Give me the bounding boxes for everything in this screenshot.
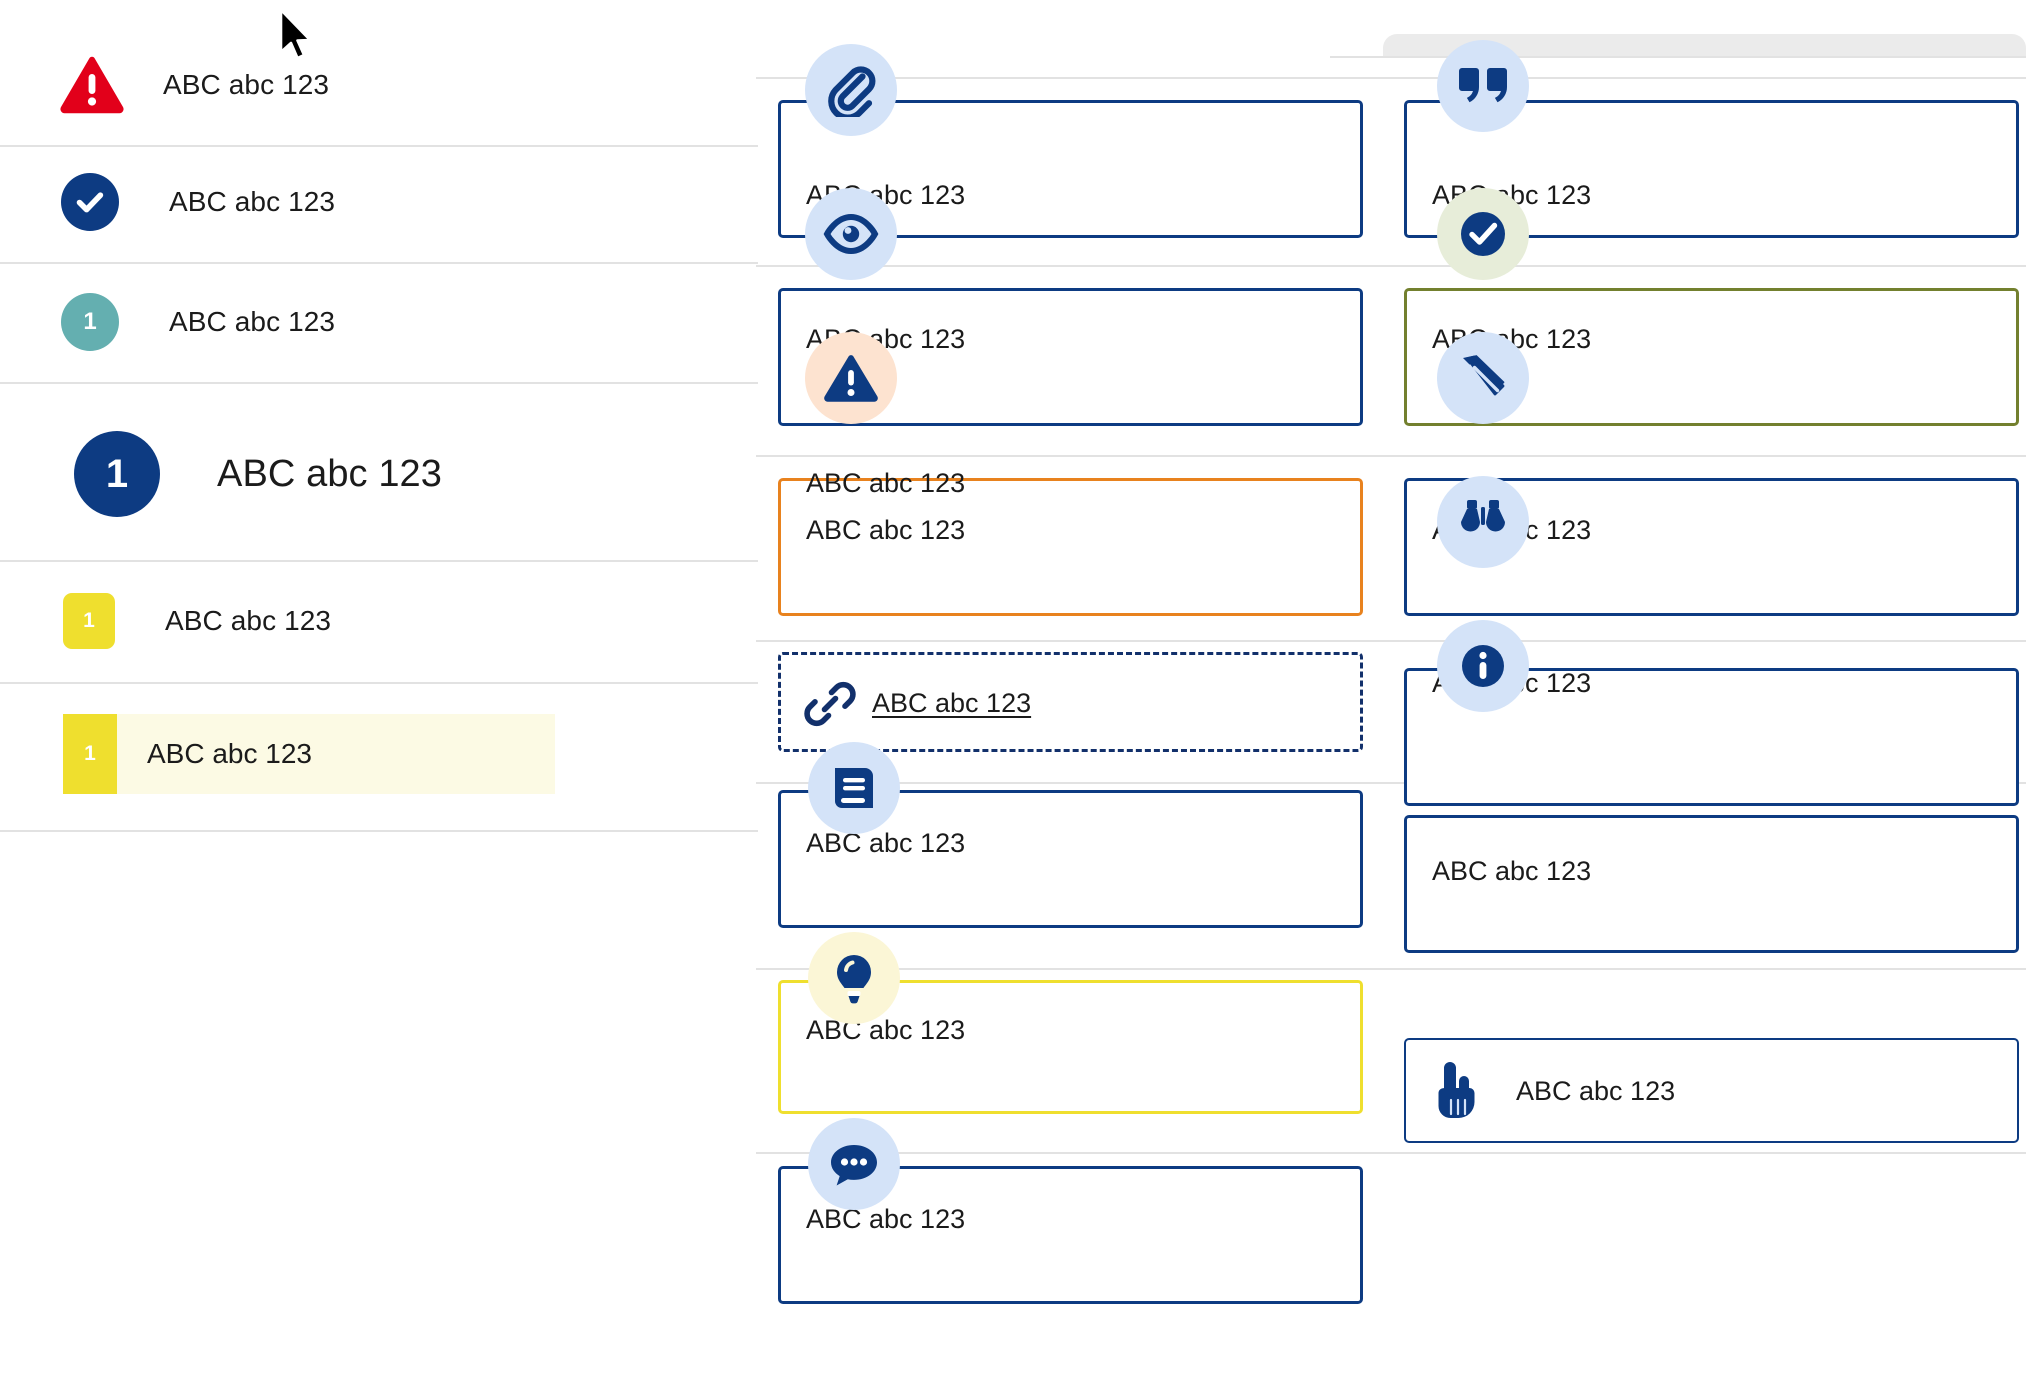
- action-card[interactable]: [1404, 1038, 2019, 1143]
- left-separator: [0, 262, 758, 264]
- info-circle-icon: [1437, 620, 1529, 712]
- content-separator: [756, 77, 2026, 79]
- list-item-label: ABC abc 123: [217, 452, 443, 495]
- list-item-step-yellow[interactable]: 1 ABC abc 123: [0, 592, 758, 650]
- pencil-icon: [1437, 332, 1529, 424]
- content-separator: [756, 968, 2026, 970]
- number-square-icon: 1: [63, 714, 117, 794]
- list-item-step-large[interactable]: 1 ABC abc 123: [0, 430, 758, 518]
- left-separator: [0, 682, 758, 684]
- list-item-label: ABC abc 123: [169, 186, 336, 217]
- content-separator: [756, 265, 2026, 267]
- panel-top-band: [1383, 34, 2026, 56]
- list-item-step-yellow-highlighted[interactable]: 1 ABC abc 123: [63, 714, 555, 794]
- content-separator: [756, 640, 2026, 642]
- number-square-icon: 1: [63, 593, 115, 649]
- badge-number: 1: [84, 742, 96, 765]
- lightbulb-icon: [808, 932, 900, 1024]
- card-link-label[interactable]: ABC abc 123: [872, 688, 1032, 718]
- badge-number: 1: [83, 308, 97, 335]
- warning-card[interactable]: [778, 478, 1363, 616]
- binoculars-icon: [1437, 476, 1529, 568]
- card-label: ABC abc 123: [806, 1204, 966, 1234]
- pointing-hand-icon: [1428, 1058, 1484, 1124]
- list-item-step-teal[interactable]: 1 ABC abc 123: [0, 292, 758, 352]
- list-item-label: ABC abc 123: [165, 605, 332, 636]
- card-label: ABC abc 123: [806, 828, 966, 858]
- number-circle-icon: 1: [61, 293, 119, 351]
- card-label: ABC abc 123: [806, 1015, 966, 1045]
- content-separator: [756, 455, 2026, 457]
- warning-triangle-icon: [59, 55, 125, 115]
- mouse-cursor: [278, 8, 316, 66]
- left-separator: [0, 830, 758, 832]
- badge-number: 1: [105, 451, 129, 496]
- warning-triangle-icon: [805, 332, 897, 424]
- list-item-label: ABC abc 123: [163, 69, 330, 100]
- paperclip-icon: [805, 44, 897, 136]
- check-circle-icon: [61, 173, 119, 231]
- card-label: ABC abc 123: [1432, 856, 1592, 886]
- chain-link-icon: [802, 676, 858, 732]
- list-item-label: ABC abc 123: [147, 738, 312, 769]
- card-label: ABC abc 123: [806, 515, 972, 546]
- panel-top-band-divider: [1330, 56, 2026, 58]
- content-separator: [756, 1152, 2026, 1154]
- content-separator: [756, 782, 2026, 784]
- list-item-alert-success[interactable]: ABC abc 123: [0, 172, 758, 232]
- book-icon: [808, 742, 900, 834]
- card-label: ABC abc 123: [806, 468, 966, 498]
- list-item-alert-error[interactable]: ABC abc 123: [0, 52, 758, 118]
- left-column: ABC abc 123 ABC abc 123 1 ABC abc 123 1 …: [0, 0, 758, 1392]
- badge-number: 1: [83, 609, 95, 632]
- check-circle-icon: [1437, 188, 1529, 280]
- info-card[interactable]: [1404, 815, 2019, 953]
- left-separator: [0, 560, 758, 562]
- number-circle-icon: 1: [74, 431, 160, 517]
- left-separator: [0, 145, 758, 147]
- list-item-label: ABC abc 123: [169, 306, 336, 337]
- card-label: ABC abc 123: [1516, 1076, 1676, 1106]
- quotation-mark-icon: [1437, 40, 1529, 132]
- speech-bubble-icon: [808, 1118, 900, 1210]
- link-card[interactable]: [778, 652, 1363, 752]
- left-separator: [0, 382, 758, 384]
- eye-icon: [805, 188, 897, 280]
